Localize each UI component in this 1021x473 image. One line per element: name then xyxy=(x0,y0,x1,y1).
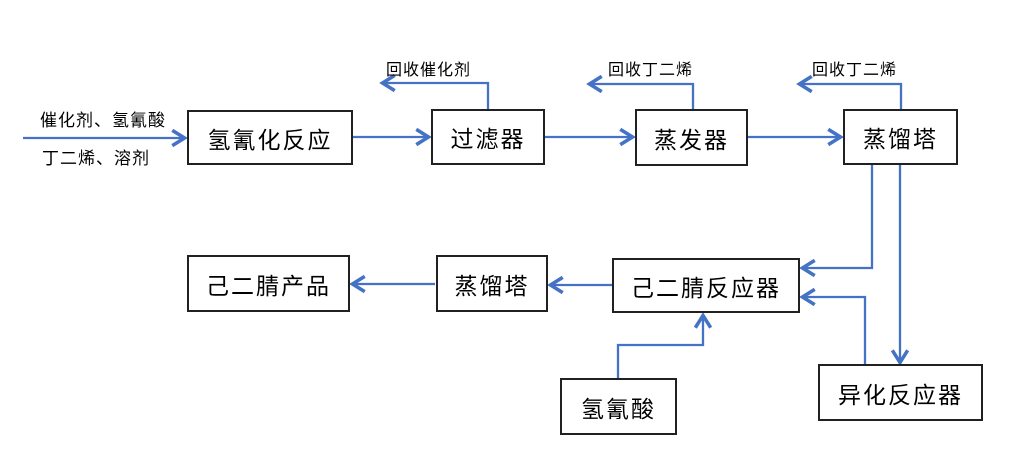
arrow-hcn-to-adn-reactor xyxy=(616,317,703,378)
box-isomerization-reactor-label: 异化反应器 xyxy=(838,382,963,408)
recycle-butadiene-evaporator-label: 回收丁二烯 xyxy=(608,62,694,79)
box-distillation-column-mid: 蒸馏塔 xyxy=(436,255,548,312)
recycle-butadiene-distillation-label: 回收丁二烯 xyxy=(812,62,898,79)
box-evaporator-label: 蒸发器 xyxy=(654,127,729,153)
feed-label-line2: 丁二烯、溶剂 xyxy=(42,149,150,168)
box-distillation-column-mid-label: 蒸馏塔 xyxy=(454,273,530,299)
box-filter-label: 过滤器 xyxy=(450,127,526,152)
box-hydrogen-cyanide-feed-label: 氢氰酸 xyxy=(581,396,656,422)
box-hydrocyanation-reactor: 氢氰化反应 xyxy=(187,110,353,165)
box-adiponitrile-product-label: 己二腈产品 xyxy=(206,273,331,299)
arrow-recycle-butadiene-evaporator xyxy=(591,84,695,109)
box-adiponitrile-product: 己二腈产品 xyxy=(187,255,350,312)
arrow-recycle-butadiene-distillation xyxy=(801,84,903,109)
box-evaporator: 蒸发器 xyxy=(635,109,748,166)
arrow-isomerization-to-adn-reactor xyxy=(804,297,867,364)
box-hydrogen-cyanide-feed: 氢氰酸 xyxy=(560,378,677,435)
arrow-recycle-catalyst xyxy=(384,83,490,109)
box-hydrocyanation-reactor-label: 氢氰化反应 xyxy=(207,127,333,153)
box-adiponitrile-reactor-label: 己二腈反应器 xyxy=(631,275,781,301)
box-isomerization-reactor: 异化反应器 xyxy=(818,364,983,421)
feed-label-line1: 催化剂、氢氰酸 xyxy=(40,111,166,130)
box-distillation-column-top: 蒸馏塔 xyxy=(843,109,958,165)
arrow-distillation-to-adn-reactor xyxy=(804,165,874,268)
box-adiponitrile-reactor: 己二腈反应器 xyxy=(612,258,800,313)
box-distillation-column-top-label: 蒸馏塔 xyxy=(863,127,938,152)
box-filter: 过滤器 xyxy=(431,109,545,165)
recycle-catalyst-label: 回收催化剂 xyxy=(386,62,472,79)
